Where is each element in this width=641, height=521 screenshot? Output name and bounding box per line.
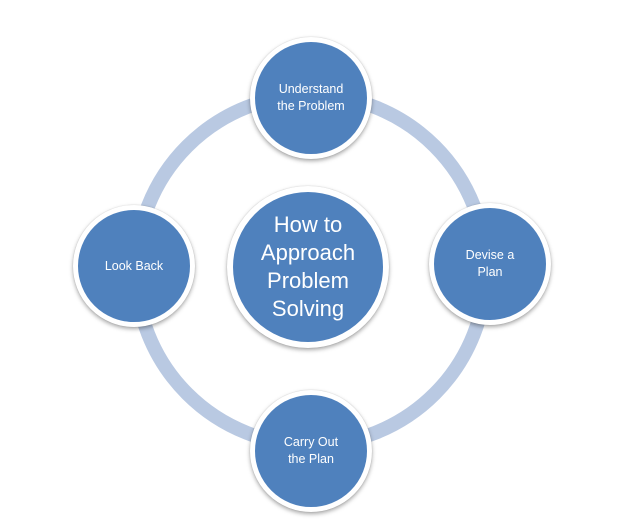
cycle-node-label: Look Back	[104, 258, 164, 273]
center-node-label: How to Approach Problem Solving	[260, 211, 356, 322]
center-node: How to Approach Problem Solving	[227, 186, 389, 348]
cycle-node-look-back: Look Back	[73, 205, 195, 327]
cycle-node-carry-out: Carry Out the Plan	[250, 390, 372, 512]
cycle-node-label: Devise a Plan	[465, 248, 515, 279]
cycle-node-label: Understand the Problem	[277, 82, 345, 113]
cycle-node-label: Carry Out the Plan	[283, 435, 339, 466]
cycle-node-understand: Understand the Problem	[250, 37, 372, 159]
cycle-node-devise: Devise a Plan	[429, 203, 551, 325]
